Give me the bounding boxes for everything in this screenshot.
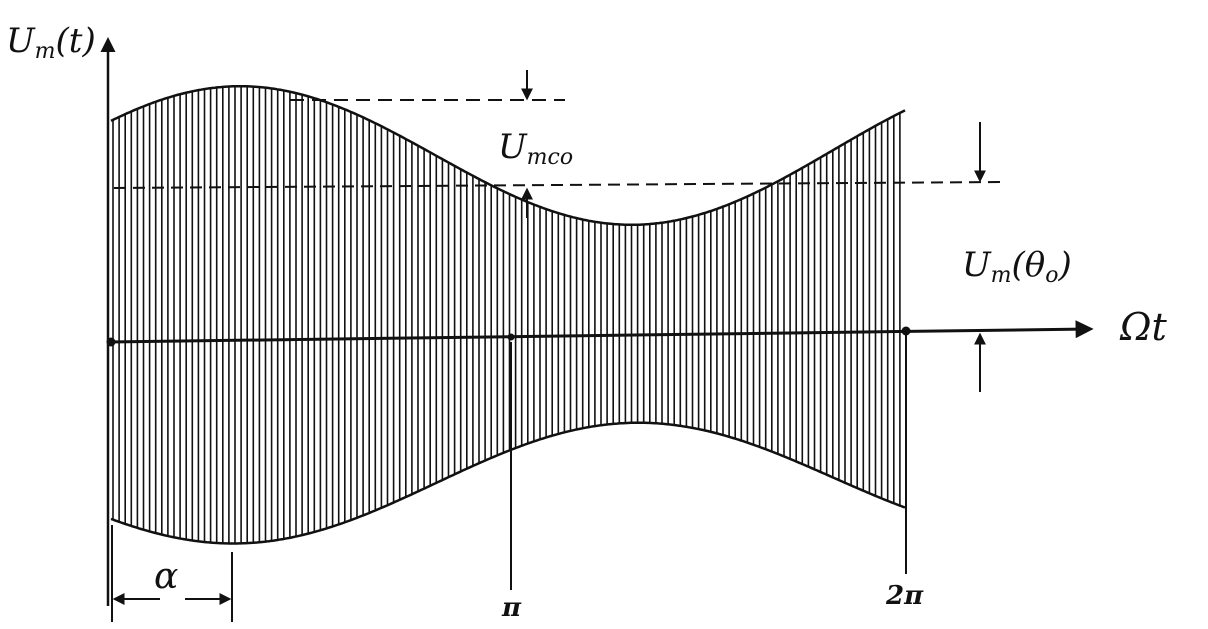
y-axis-label: Um(t) — [6, 21, 96, 64]
mean-amplitude-dashed-line — [113, 181, 1001, 189]
um-theta-label: Um(θo) — [962, 245, 1072, 288]
lower-envelope — [110, 421, 906, 545]
pi-dot — [507, 333, 515, 341]
umco-label: Umco — [498, 127, 573, 170]
x-axis-label: Ωt — [1119, 305, 1168, 349]
two-pi-label: 2π — [885, 581, 924, 611]
carrier-hatch — [112, 86, 901, 544]
x-axis — [107, 320, 1094, 344]
pi-label: π — [501, 593, 522, 623]
upper-envelope — [110, 84, 906, 227]
origin-dot — [106, 337, 116, 347]
alpha-label: α — [154, 556, 178, 597]
